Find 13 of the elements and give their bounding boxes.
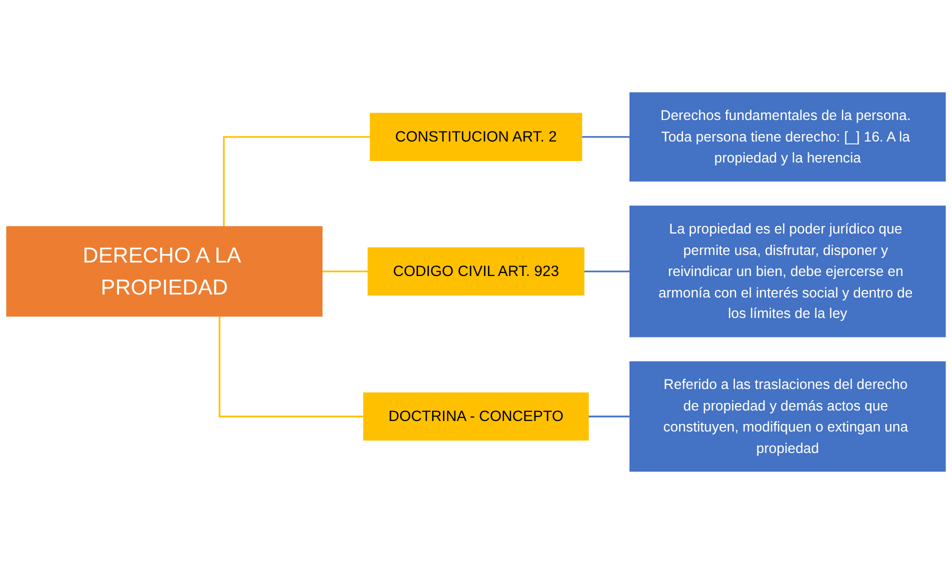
node-box: CONSTITUCION ART. 2 bbox=[370, 112, 582, 161]
connector bbox=[223, 136, 370, 227]
node-box: La propiedad es el poder jurídico que permite usa, disfrutar, disponer y reivindicar un bien, debe ejercerse en armonía con el interés social y dentro de los límites de la ley bbox=[629, 206, 946, 338]
connector bbox=[218, 316, 364, 418]
node-box: CODIGO CIVIL ART. 923 bbox=[368, 247, 584, 296]
node-box: Derechos fundamentales de la persona. Toda persona tiene derecho: [_] 16. A la propiedad y la herencia bbox=[629, 92, 946, 182]
connector bbox=[583, 270, 630, 272]
node-box: Referido a las traslaciones del derecho de propiedad y demás actos que constituyen, modifiquen o extingan una propiedad bbox=[629, 361, 946, 472]
connector bbox=[580, 136, 630, 138]
node-box: DOCTRINA - CONCEPTO bbox=[363, 392, 589, 441]
node-box: DERECHO A LA PROPIEDAD bbox=[6, 226, 323, 317]
connector bbox=[588, 416, 630, 418]
connector bbox=[321, 270, 368, 272]
